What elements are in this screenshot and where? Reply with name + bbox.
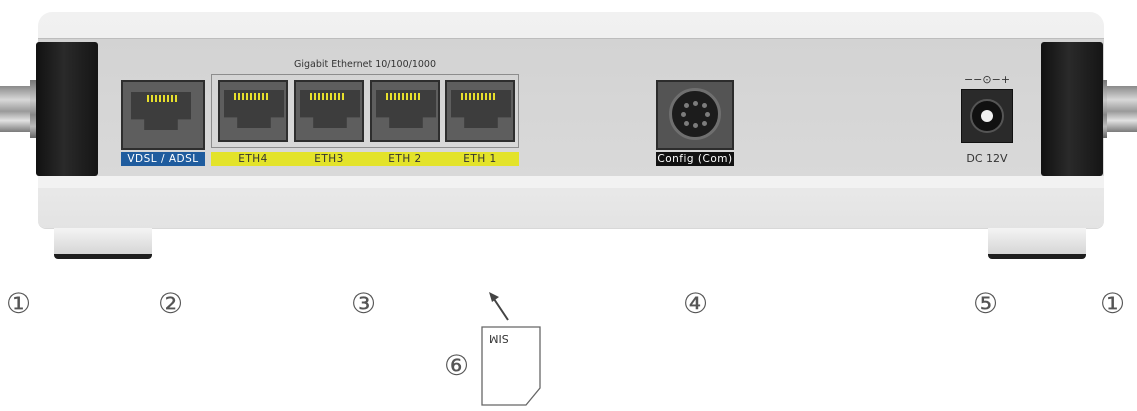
right-side-pad [1041, 42, 1103, 176]
eth-group-frame [211, 74, 519, 148]
port-pins-icon [147, 95, 177, 102]
callout-1-left: ① [6, 287, 32, 320]
right-foot [988, 228, 1086, 259]
dc-polarity-symbol: −−⊙−+ [963, 73, 1011, 86]
dc-jack-icon [970, 99, 1004, 133]
left-side-pad [36, 42, 98, 176]
pin-dot [693, 101, 698, 106]
port-pins-icon [310, 93, 344, 100]
eth-label-bar [211, 152, 519, 166]
callout-3: ③ [351, 287, 377, 320]
arrow-icon [489, 292, 509, 321]
dc-power-jack[interactable] [961, 89, 1013, 143]
eth1-label: ETH 1 [463, 153, 497, 165]
sim-card-icon [481, 326, 541, 406]
pin-dot [681, 112, 686, 117]
dc-pin [981, 110, 993, 122]
dsl-port[interactable] [121, 80, 205, 150]
pin-dot [684, 103, 689, 108]
eth1-port[interactable] [445, 80, 515, 142]
dsl-port-label: VDSL / ADSL [121, 152, 205, 166]
callout-1-right: ① [1100, 287, 1126, 320]
config-port[interactable] [656, 80, 734, 150]
callout-6: ⑥ [444, 349, 470, 382]
pin-dot [693, 123, 698, 128]
eth2-label: ETH 2 [388, 153, 422, 165]
pin-dot [684, 121, 689, 126]
eth4-label: ETH4 [238, 153, 268, 165]
callout-2: ② [158, 287, 184, 320]
callout-5: ⑤ [973, 287, 999, 320]
callout-4: ④ [683, 287, 709, 320]
dc-label: DC 12V [966, 152, 1008, 165]
config-port-label: Config (Com) [656, 152, 734, 166]
pin-dot [705, 112, 710, 117]
mini-din-port-icon [669, 88, 721, 140]
left-connector-ring-icon [30, 80, 38, 138]
eth-group-title: Gigabit Ethernet 10/100/1000 [293, 59, 436, 70]
port-pins-icon [234, 93, 268, 100]
eth4-port[interactable] [218, 80, 288, 142]
right-connector-ring-icon [1099, 80, 1107, 138]
sim-label: SIM [489, 332, 509, 345]
eth3-label: ETH3 [314, 153, 344, 165]
housing-lip [38, 176, 1104, 188]
port-pins-icon [386, 93, 420, 100]
left-foot [54, 228, 152, 259]
pin-dot [702, 103, 707, 108]
pin-dot [702, 121, 707, 126]
port-pins-icon [461, 93, 495, 100]
eth3-port[interactable] [294, 80, 364, 142]
eth2-port[interactable] [370, 80, 440, 142]
